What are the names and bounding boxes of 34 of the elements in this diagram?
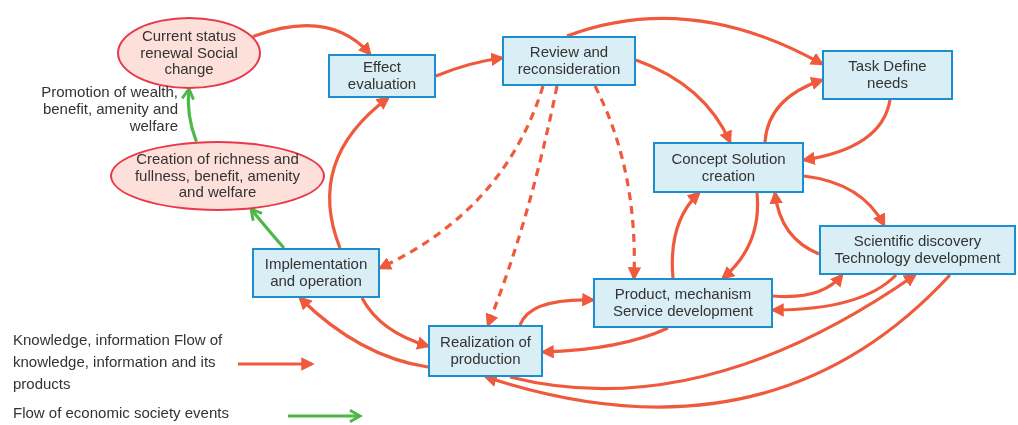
arrow bbox=[328, 96, 391, 249]
process-box bbox=[428, 325, 543, 377]
node-label: Current status renewal Social change bbox=[139, 27, 239, 79]
process-box bbox=[593, 278, 773, 328]
legend-text: Knowledge, information Flow of knowledge, information and its products bbox=[13, 330, 224, 394]
node-label: Implementation and operation bbox=[263, 256, 369, 290]
arrow bbox=[721, 192, 760, 280]
dashed-arrow bbox=[593, 85, 641, 281]
arrow bbox=[252, 24, 372, 56]
process-box bbox=[653, 142, 804, 193]
node-label: Product, mechanism Service development bbox=[611, 286, 755, 320]
process-box bbox=[328, 54, 436, 98]
arrow bbox=[670, 191, 701, 279]
node-label: Task Define needs bbox=[847, 58, 928, 92]
process-box bbox=[502, 36, 636, 86]
edge-label: Promotion of wealth, benefit, amenity and welfare bbox=[40, 84, 178, 135]
node-label: Concept Solution creation bbox=[670, 150, 787, 185]
arrow bbox=[298, 296, 429, 369]
process-box bbox=[819, 225, 1016, 275]
node-label: Review and reconsideration bbox=[516, 44, 622, 78]
arrow bbox=[483, 273, 952, 409]
arrow bbox=[803, 174, 886, 228]
legend-text: Flow of economic society events bbox=[13, 405, 230, 420]
dashed-arrow bbox=[485, 85, 559, 328]
process-box bbox=[252, 248, 380, 298]
arrow bbox=[635, 58, 732, 145]
node-label: Realization of production bbox=[439, 334, 532, 368]
node-label: Scientific discovery Technology development bbox=[833, 233, 1002, 267]
node-label: Effect evaluation bbox=[346, 59, 418, 93]
arrow bbox=[772, 273, 844, 299]
arrow bbox=[180, 87, 198, 143]
node-label: Creation of richness and fullness, benefit, amenity and welfare bbox=[133, 150, 302, 202]
process-box bbox=[822, 50, 953, 100]
arrow bbox=[509, 273, 918, 391]
